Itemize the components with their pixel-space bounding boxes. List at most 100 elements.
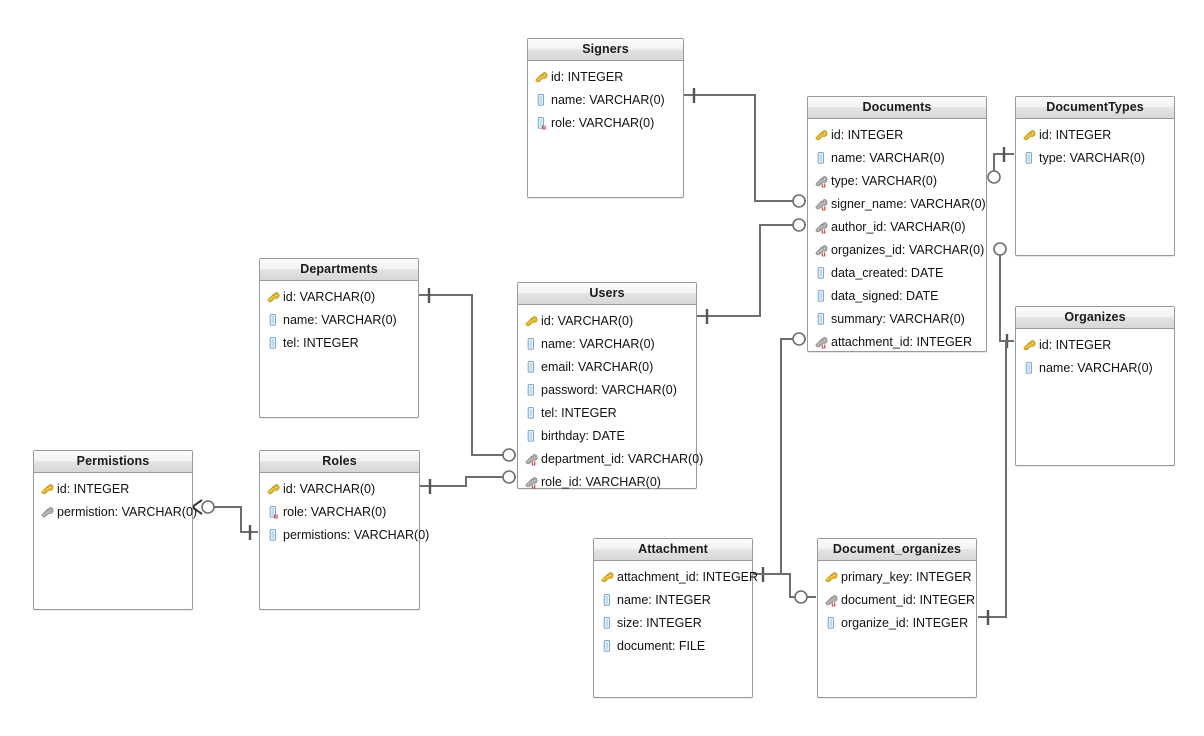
entity-title-roles: Roles [260,451,419,473]
svg-text:u: u [821,226,826,233]
attribute-label: organizes_id: VARCHAR(0) [831,242,985,257]
attribute-row[interactable]: id: INTEGER [528,65,683,88]
attribute-row[interactable]: primary_key: INTEGER [818,565,976,588]
primary-key-icon [266,290,280,304]
svg-text:u: u [821,249,826,256]
attribute-label: data_signed: DATE [831,288,939,303]
entity-title-organizes: Organizes [1016,307,1174,329]
svg-text:u: u [831,599,836,606]
column-icon [266,528,280,542]
attribute-row[interactable]: u organizes_id: VARCHAR(0) [808,238,986,261]
attribute-row[interactable]: id: VARCHAR(0) [260,285,418,308]
attribute-label: type: VARCHAR(0) [1039,150,1146,165]
attribute-row[interactable]: id: INTEGER [1016,123,1174,146]
column-icon [600,639,614,653]
attribute-label: tel: INTEGER [541,405,617,420]
entity-attribute-list: id: INTEGER type: VARCHAR(0) [1016,119,1174,169]
attribute-row[interactable]: id: VARCHAR(0) [260,477,419,500]
svg-text:u: u [821,203,826,210]
attribute-row[interactable]: name: VARCHAR(0) [518,332,696,355]
attribute-label: permistion: VARCHAR(0) [57,504,198,519]
attribute-label: attachment_id: INTEGER [831,334,973,349]
attribute-row[interactable]: name: VARCHAR(0) [260,308,418,331]
attribute-row[interactable]: name: VARCHAR(0) [808,146,986,169]
attribute-row[interactable]: attachment_id: INTEGER [594,565,758,588]
attribute-row[interactable]: tel: INTEGER [260,331,418,354]
attribute-row[interactable]: name: VARCHAR(0) [1016,356,1174,379]
attribute-row[interactable]: size: INTEGER [594,611,752,634]
connector-organizes-documents [994,248,1014,342]
attribute-label: summary: VARCHAR(0) [831,311,965,326]
attribute-row[interactable]: data_created: DATE [808,261,986,284]
attribute-row[interactable]: id: INTEGER [1016,333,1174,356]
primary-key-icon [266,482,280,496]
attribute-row[interactable]: data_signed: DATE [808,284,986,307]
attribute-label: author_id: VARCHAR(0) [831,219,966,234]
attribute-label: id: VARCHAR(0) [283,481,376,496]
attribute-label: id: VARCHAR(0) [283,289,376,304]
attribute-label: type: VARCHAR(0) [831,173,938,188]
primary-key-icon [824,570,838,584]
connector-attachment-documentorganizes [753,573,816,598]
entity-attribute-list: id: VARCHAR(0)name: VARCHAR(0)email: VAR… [518,305,703,493]
attribute-row[interactable]: permistion: VARCHAR(0) [34,500,197,523]
attribute-row[interactable]: type: VARCHAR(0) [1016,146,1174,169]
attribute-row[interactable]: password: VARCHAR(0) [518,378,696,401]
attribute-row[interactable]: permistions: VARCHAR(0) [260,523,429,546]
connector-documenttypes-documents [988,153,1014,178]
column-icon [600,593,614,607]
attribute-label: password: VARCHAR(0) [541,382,677,397]
attribute-label: birthday: DATE [541,428,625,443]
attribute-label: permistions: VARCHAR(0) [283,527,430,542]
attribute-label: id: INTEGER [831,127,904,142]
attribute-label: department_id: VARCHAR(0) [541,451,704,466]
attribute-label: name: VARCHAR(0) [551,92,665,107]
attribute-row[interactable]: id: INTEGER [808,123,986,146]
entity-title-documenttypes: DocumentTypes [1016,97,1174,119]
attribute-row[interactable]: name: INTEGER [594,588,752,611]
attribute-label: name: VARCHAR(0) [283,312,397,327]
attribute-row[interactable]: name: VARCHAR(0) [528,88,683,111]
attribute-row[interactable]: id: VARCHAR(0) [518,309,696,332]
column-icon [266,313,280,327]
attribute-label: document: FILE [617,638,706,653]
attribute-row[interactable]: document: FILE [594,634,752,657]
column-icon [524,406,538,420]
attribute-row[interactable]: organize_id: INTEGER [818,611,976,634]
unique-column-icon: u [266,505,280,519]
foreign-key-icon: u [814,174,828,188]
attribute-row[interactable]: summary: VARCHAR(0) [808,307,986,330]
entity-documenttypes[interactable]: DocumentTypes id: INTEGER type: VARCHAR(0) [1015,96,1175,256]
attribute-row[interactable]: birthday: DATE [518,424,696,447]
attribute-label: organize_id: INTEGER [841,615,969,630]
attribute-label: size: INTEGER [617,615,702,630]
entity-title-departments: Departments [260,259,418,281]
column-icon [814,289,828,303]
attribute-row[interactable]: email: VARCHAR(0) [518,355,696,378]
attribute-row[interactable]: id: INTEGER [34,477,192,500]
column-icon [814,312,828,326]
column-icon [814,266,828,280]
column-icon [814,151,828,165]
entity-departments[interactable]: Departments id: VARCHAR(0) name: VARCHAR(0… [259,258,419,418]
attribute-row[interactable]: u author_id: VARCHAR(0) [808,215,986,238]
attribute-row[interactable]: tel: INTEGER [518,401,696,424]
